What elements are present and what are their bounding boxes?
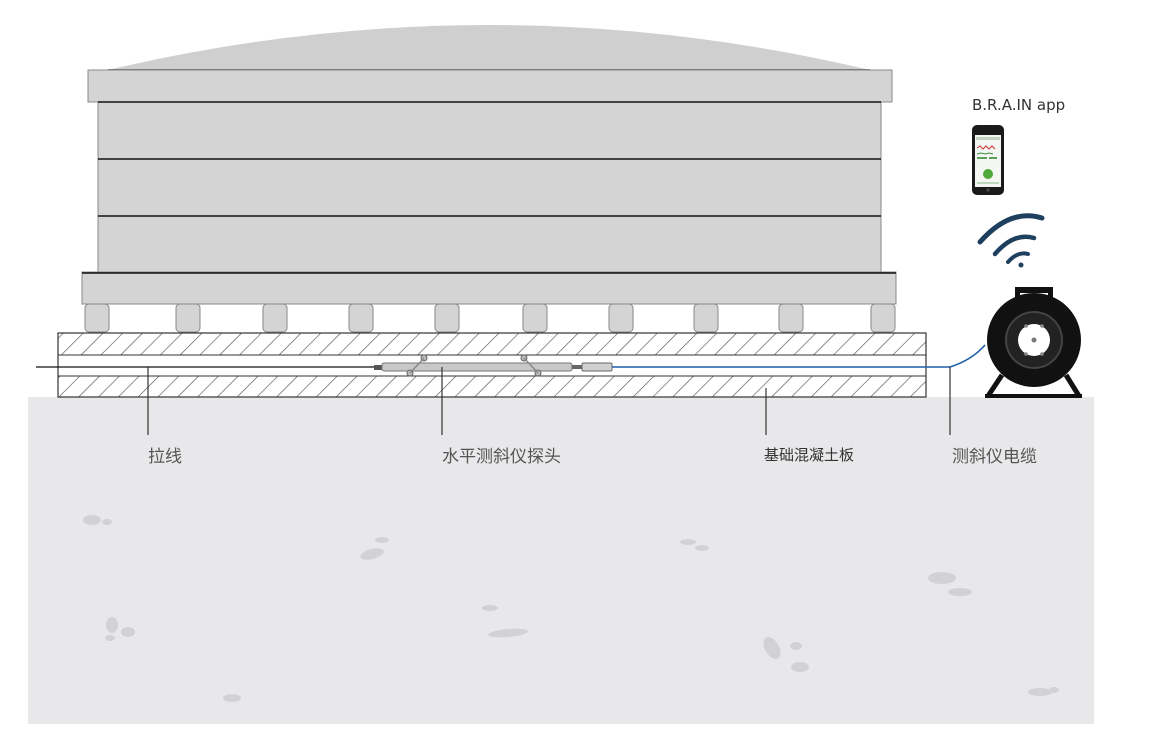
concrete-slab <box>57 332 927 398</box>
storage-tank <box>81 25 897 305</box>
smartphone-icon <box>972 125 1004 195</box>
cable-label: 测斜仪电缆 <box>952 447 1037 467</box>
tank-roof <box>108 25 870 70</box>
app-label: B.R.A.IN app <box>972 96 1066 114</box>
wifi-icon <box>977 213 1045 268</box>
ground <box>28 397 1094 724</box>
tank-shell <box>97 101 882 274</box>
ground-pebbles <box>83 515 1059 702</box>
inclinometer-cable <box>612 344 986 368</box>
cable-reel <box>985 287 1082 398</box>
leader-lines <box>147 367 951 435</box>
tank-top-rim <box>87 69 893 103</box>
slab-label: 基础混凝土板 <box>764 446 855 464</box>
probe-label: 水平测斜仪探头 <box>442 447 561 467</box>
tank-base <box>81 271 897 305</box>
probe <box>374 354 613 377</box>
pull-wire-label: 拉线 <box>148 447 182 467</box>
support-pads <box>84 303 896 333</box>
